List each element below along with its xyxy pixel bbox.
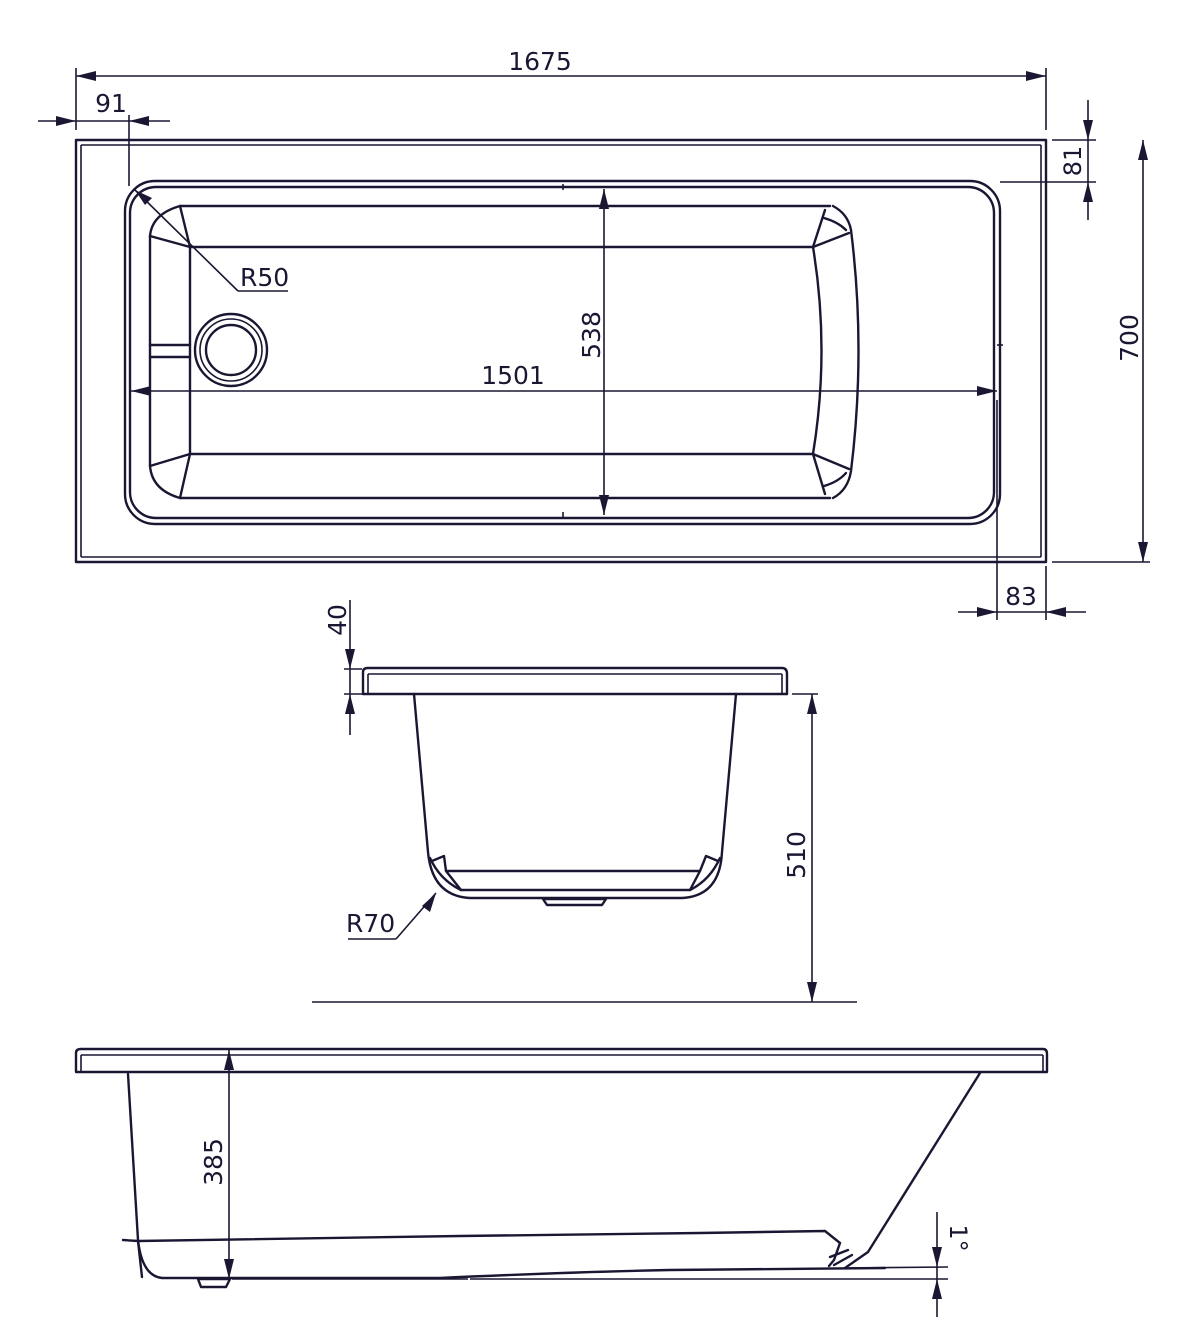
dimension-floor-slope: 1°	[932, 1212, 972, 1317]
corner-radius-label: R50	[240, 263, 289, 292]
side-waste-foot	[196, 1277, 232, 1289]
floor-slope-label: 1°	[944, 1224, 972, 1251]
dimension-rim-thickness: 40	[323, 600, 362, 735]
rim-right-offset-label: 83	[1005, 582, 1037, 611]
dimension-overall-width: 700	[1052, 140, 1150, 563]
overall-width-label: 700	[1115, 314, 1144, 362]
inner-length-label: 1501	[481, 361, 545, 390]
top-view: 1675 91 R50 538 1501	[38, 47, 1150, 620]
dimension-rim-top-offset: 81	[1000, 100, 1096, 220]
end-view: 40 R70 510	[312, 600, 857, 1003]
rim-left-offset-label: 91	[95, 89, 127, 118]
dimension-inner-length: 1501	[131, 361, 997, 396]
inner-width-label: 538	[577, 311, 606, 359]
outer-rim-outline	[74, 138, 1048, 564]
internal-depth-label: 385	[199, 1138, 228, 1186]
waste-outlet-icon	[193, 312, 269, 388]
bowl-rim-outline	[123, 179, 1002, 526]
height-to-floor-label: 510	[782, 831, 811, 879]
dimension-base-radius: R70	[346, 892, 437, 940]
dimension-rim-left-offset: 91	[38, 89, 170, 186]
dimension-corner-radius: R50	[134, 189, 289, 292]
dimension-internal-depth: 385	[199, 1050, 234, 1279]
rim-thickness-label: 40	[323, 604, 352, 636]
rim-top-offset-label: 81	[1059, 146, 1087, 177]
side-view: 385 1°	[74, 1047, 1049, 1317]
waste-foot	[541, 897, 608, 907]
dimension-rim-right-offset: 83	[958, 400, 1086, 620]
overall-length-label: 1675	[508, 47, 572, 76]
dimension-inner-width: 538	[577, 189, 609, 515]
dimension-height-to-floor: 510	[782, 693, 818, 1002]
base-radius-label: R70	[346, 909, 395, 938]
dimension-overall-length: 1675	[75, 47, 1047, 130]
